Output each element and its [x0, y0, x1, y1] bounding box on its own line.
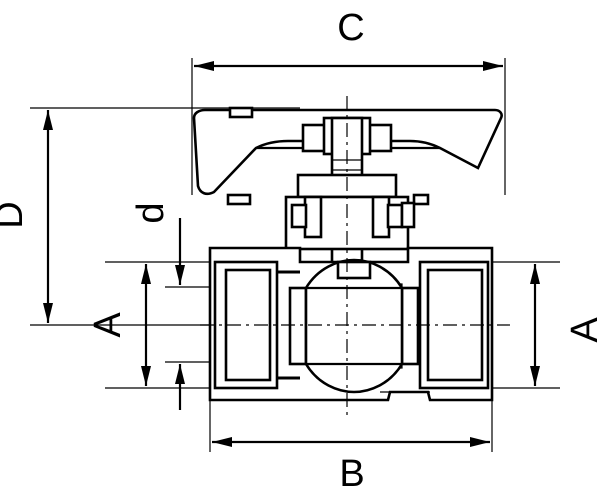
- label-b: B: [339, 453, 364, 492]
- label-d: D: [0, 201, 31, 228]
- label-d-small: d: [130, 202, 172, 223]
- centre-lines: [200, 96, 510, 415]
- label-a-right: A: [564, 317, 600, 343]
- dimension-lines: [43, 61, 540, 447]
- valve-body: [208, 246, 494, 402]
- label-a-left: A: [87, 312, 129, 338]
- stem-assembly: [284, 116, 416, 280]
- label-c: C: [337, 7, 364, 49]
- dimension-labels: C B D d A A: [0, 7, 600, 492]
